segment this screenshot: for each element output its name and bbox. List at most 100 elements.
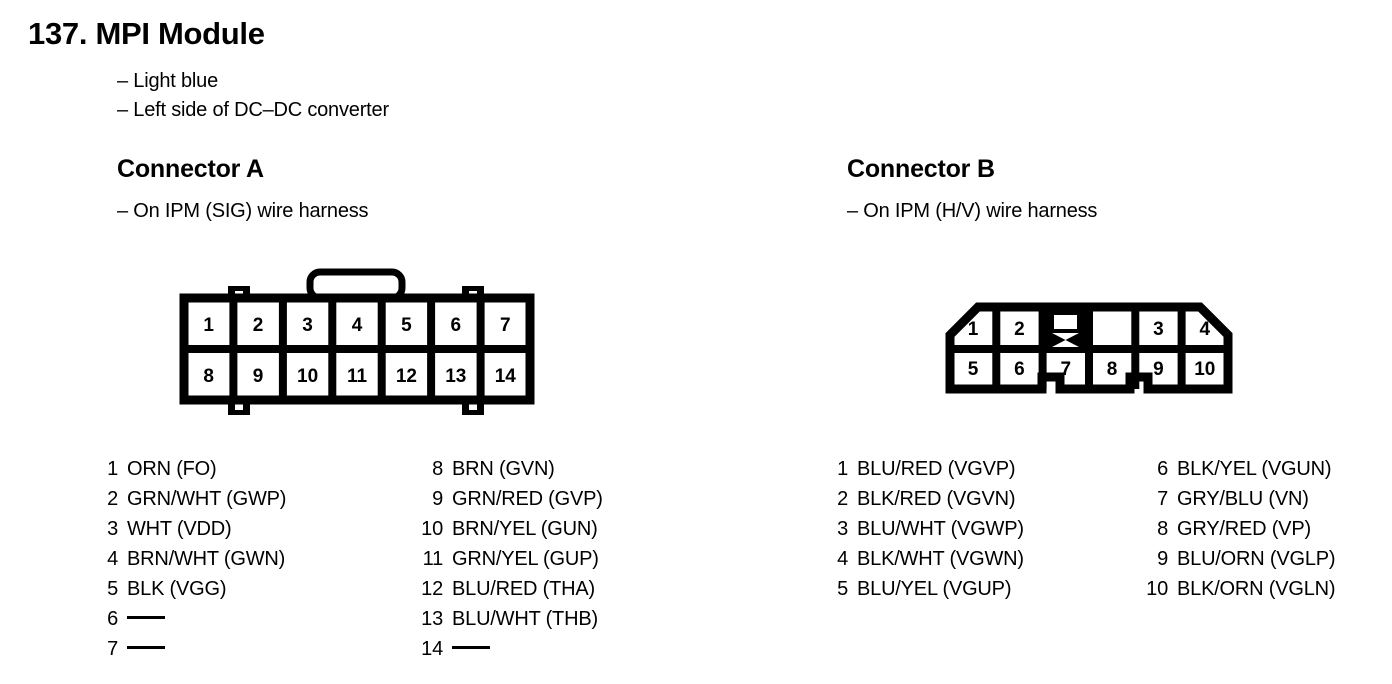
connector-b-subtitle: – On IPM (H/V) wire harness xyxy=(847,200,1098,222)
pin-number: 8 xyxy=(432,458,443,480)
pin-number: 3 xyxy=(107,518,118,540)
pin-signal-label: BLU/RED (THA) xyxy=(452,578,595,600)
pin-signal-label: BLK/ORN (VGLN) xyxy=(1177,578,1336,600)
pin-list-row: 8 GRY/RED (VP) xyxy=(1138,518,1335,548)
pin-signal-label xyxy=(127,616,165,619)
connector-a-bottom-row-numbers: 8 9 10 11 12 13 14 xyxy=(203,366,516,387)
pin-number: 3 xyxy=(1153,319,1164,340)
pin-list-row: 14 xyxy=(413,638,603,668)
pin-number: 11 xyxy=(422,548,444,570)
connector-b-pin-list-left: 1 BLU/RED (VGVP) 2 BLK/RED (VGVN) 3 BLU/WHT (… xyxy=(818,458,1024,608)
pin-list-row: 7 xyxy=(88,638,286,668)
pin-list-row: 6 xyxy=(88,608,286,638)
pin-number: 2 xyxy=(253,315,264,336)
pin-signal-label: BRN/YEL (GUN) xyxy=(452,518,598,540)
connector-b-pin-list-right: 6 BLK/YEL (VGUN) 7 GRY/BLU (VN) 8 GRY/RED (VP… xyxy=(1138,458,1335,608)
pin-number: 1 xyxy=(968,319,979,340)
pin-signal-label: GRN/YEL (GUP) xyxy=(452,548,599,570)
pin-list-row: 6 BLK/YEL (VGUN) xyxy=(1138,458,1335,488)
cell-dividers xyxy=(229,298,485,400)
pin-number: 14 xyxy=(421,638,443,660)
pin-signal-label: WHT (VDD) xyxy=(127,518,232,540)
pin-list-row: 5 BLU/YEL (VGUP) xyxy=(818,578,1024,608)
connector-b-bottom-row-numbers: 5 6 7 8 9 10 xyxy=(968,359,1216,380)
pin-number: 5 xyxy=(401,315,412,336)
pin-signal-label: BLU/WHT (THB) xyxy=(452,608,598,630)
pin-signal-label xyxy=(127,646,165,649)
pin-signal-label: BLK (VGG) xyxy=(127,578,227,600)
pin-number: 10 xyxy=(1146,578,1168,600)
pin-number: 4 xyxy=(1200,319,1211,340)
pin-list-row: 1 BLU/RED (VGVP) xyxy=(818,458,1024,488)
pin-list-row: 10 BRN/YEL (GUN) xyxy=(413,518,603,548)
pin-list-row: 11 GRN/YEL (GUP) xyxy=(413,548,603,578)
pin-number: 8 xyxy=(1107,359,1118,380)
pin-list-row: 5 BLK (VGG) xyxy=(88,578,286,608)
pin-number: 11 xyxy=(347,366,368,387)
pin-signal-label: GRY/RED (VP) xyxy=(1177,518,1311,540)
connector-a-subtitle: – On IPM (SIG) wire harness xyxy=(117,200,369,222)
pin-signal-label: ORN (FO) xyxy=(127,458,217,480)
pin-number: 1 xyxy=(837,458,848,480)
pin-number: 12 xyxy=(396,366,417,387)
pin-number: 5 xyxy=(107,578,118,600)
pin-signal-label: GRN/WHT (GWP) xyxy=(127,488,287,510)
latch-bowtie-icon xyxy=(1052,333,1079,347)
pin-signal-label: BLU/RED (VGVP) xyxy=(857,458,1016,480)
pin-list-row: 3 WHT (VDD) xyxy=(88,518,286,548)
pin-number: 9 xyxy=(253,366,264,387)
pin-number: 4 xyxy=(352,315,363,336)
pin-number: 2 xyxy=(1014,319,1025,340)
pin-number: 9 xyxy=(432,488,443,510)
pin-number: 5 xyxy=(837,578,848,600)
pin-signal-label: BLU/WHT (VGWP) xyxy=(857,518,1024,540)
pin-number: 10 xyxy=(421,518,443,540)
pin-number: 3 xyxy=(837,518,848,540)
connector-a-top-row-numbers: 1 2 3 4 5 6 7 xyxy=(203,315,510,336)
pin-number: 13 xyxy=(445,366,466,387)
pin-number: 6 xyxy=(1014,359,1025,380)
pin-number: 8 xyxy=(1157,518,1168,540)
connector-b-pinout-diagram: 1 2 3 4 5 6 7 8 9 10 xyxy=(945,302,1233,394)
pin-number: 7 xyxy=(1061,359,1072,380)
connector-a-pinout-diagram: 1 2 3 4 5 6 7 8 9 10 11 12 13 14 xyxy=(179,268,535,415)
pin-number: 5 xyxy=(968,359,979,380)
connector-a-title: Connector A xyxy=(117,155,264,183)
pin-signal-label: BLK/RED (VGVN) xyxy=(857,488,1016,510)
pin-number: 7 xyxy=(107,638,118,660)
pin-list-row: 12 BLU/RED (THA) xyxy=(413,578,603,608)
pin-number: 7 xyxy=(500,315,511,336)
pin-number: 4 xyxy=(837,548,848,570)
pin-number: 7 xyxy=(1157,488,1168,510)
pin-list-row: 10 BLK/ORN (VGLN) xyxy=(1138,578,1335,608)
pin-signal-label: GRY/BLU (VN) xyxy=(1177,488,1309,510)
pin-list-row: 7 GRY/BLU (VN) xyxy=(1138,488,1335,518)
pin-list-row: 3 BLU/WHT (VGWP) xyxy=(818,518,1024,548)
bottom-cell-dividers xyxy=(992,349,1186,389)
pin-list-row: 2 GRN/WHT (GWP) xyxy=(88,488,286,518)
pin-number: 6 xyxy=(451,315,462,336)
pin-number: 2 xyxy=(837,488,848,510)
pin-number: 6 xyxy=(1157,458,1168,480)
pin-number: 9 xyxy=(1157,548,1168,570)
pin-number: 12 xyxy=(421,578,443,600)
pin-number: 3 xyxy=(302,315,313,336)
pin-number: 2 xyxy=(107,488,118,510)
pin-number: 10 xyxy=(1194,359,1215,380)
pin-signal-label xyxy=(452,646,490,649)
latch-window xyxy=(1054,315,1077,329)
module-note-location: – Left side of DC–DC converter xyxy=(117,99,389,121)
pin-signal-label: BLK/YEL (VGUN) xyxy=(1177,458,1332,480)
pin-signal-label: BRN/WHT (GWN) xyxy=(127,548,286,570)
pin-number: 8 xyxy=(203,366,214,387)
pin-signal-label: BLU/YEL (VGUP) xyxy=(857,578,1012,600)
connector-b-top-row-numbers: 1 2 3 4 xyxy=(968,319,1211,340)
